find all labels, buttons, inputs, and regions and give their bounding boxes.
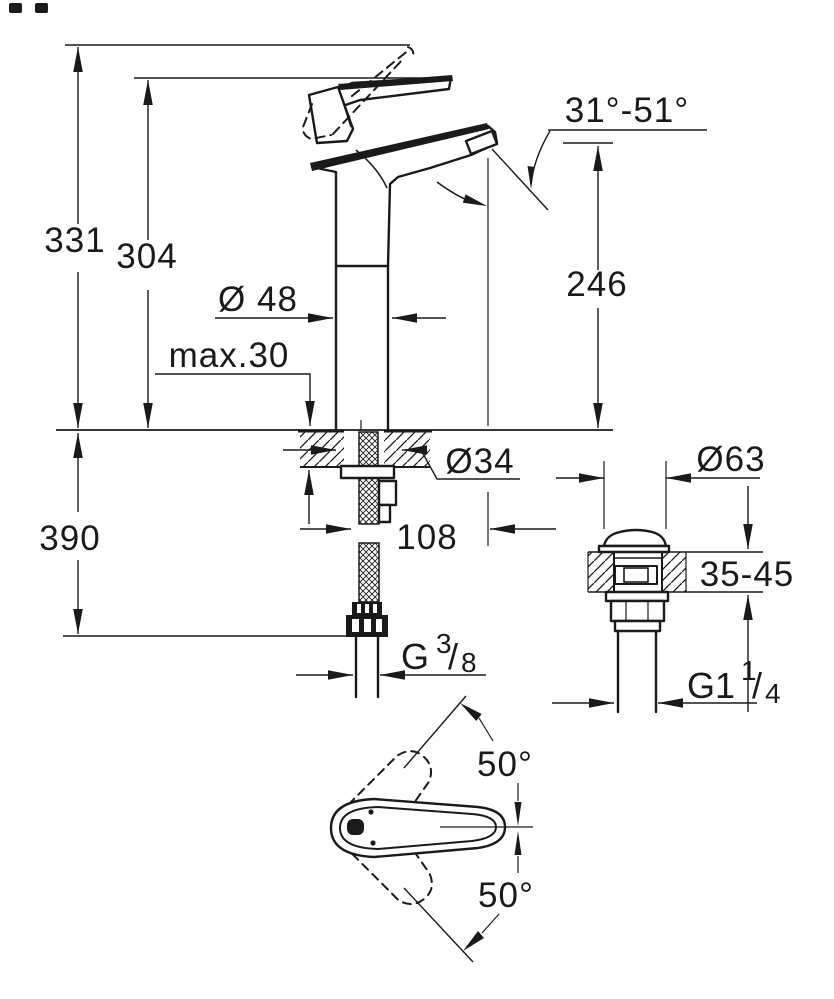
label-drain-thread: G1 1 / 4 [687,655,781,709]
mounting-stud [377,479,398,507]
angle-arc-arrowhead [527,166,535,189]
drain-cap-dome [602,528,668,548]
swing-upper-arrowhead-ray [460,703,482,721]
label-total-height: 331 [44,221,105,260]
label-max-deck-thickness: max.30 [169,336,290,375]
drain-cap-rim [597,544,671,554]
ext-lines-d63 [603,461,667,529]
drain-thread-slash: / [752,665,762,706]
angle-leader-line [491,148,549,211]
label-handle-swing-upper: 50° [477,745,533,784]
swing-upper-arc-stub1 [478,717,494,742]
aerator [464,129,499,156]
drain-tailpiece [616,629,658,714]
label-height-to-lever: 304 [116,237,177,276]
label-spout-reach: 108 [396,518,457,557]
hose-end-fitting [346,602,388,637]
connection-tube [354,635,380,699]
deck-hatch-left [300,432,344,467]
drain-body-inner-box [623,567,649,583]
label-body-diameter: Ø 48 [218,280,298,319]
basin-section-edges [587,552,687,592]
lever-base-inner-line [338,88,352,128]
lever-blade-top-edge [338,75,453,90]
locknut-facets [625,601,649,621]
label-shank-diameter: Ø34 [445,442,514,481]
label-spout-angle-range: 31°-51° [565,91,690,130]
label-handle-swing-lower: 50° [478,876,534,915]
deck-hatch-right [384,432,430,467]
basin-hatch-left [588,552,614,592]
swing-upper-arrowhead-center [514,802,522,826]
mounting-flange [339,464,396,480]
drain-detail-view [552,461,763,714]
supply-thread-denominator: 8 [461,647,477,678]
handle-slot [347,819,364,835]
scan-artifact-marks [9,3,48,13]
label-supply-thread: G 3 / 8 [401,628,477,678]
handle-top-view [329,695,533,963]
swing-lower-arrowhead-center [514,831,522,855]
supply-hose-upper [358,477,380,525]
swing-ray-upper [403,695,467,769]
main-view-dimensions [63,44,613,680]
supply-thread-base: G [401,636,429,677]
label-drain-flange-diameter: Ø63 [696,440,765,479]
drain-thread-denominator: 4 [765,678,781,709]
faucet-body [301,46,499,431]
dim-max30-leader [155,373,315,426]
swing-lower-arrowhead-ray [463,931,484,951]
spout-shoulder-curve [355,149,388,189]
swivel-arrowhead [462,194,487,206]
angle-arc [530,130,551,185]
supply-hose-lower [358,542,380,603]
drain-thread-numerator: 1 [741,655,757,686]
handle-dot-lower [370,840,376,846]
drain-thread-base: G1 [687,665,735,706]
drain-locknut [609,599,666,623]
threaded-shank [358,431,379,467]
drain-locknut-step [613,619,662,633]
spout-outline [310,124,499,268]
deck-and-mounting [56,429,613,699]
supply-thread-numerator: 3 [436,628,452,659]
label-spout-height: 246 [566,265,627,304]
lever-raised-dashed [301,46,415,141]
swing-ray-lower [403,887,474,963]
handle-dot-upper [368,809,374,815]
drain-locknut-flange [604,590,670,603]
basin-hatch-right [662,552,686,592]
handle-inner-contour [339,806,497,850]
swing-lower-arc-stub2 [481,913,500,934]
supply-thread-slash: / [448,636,458,677]
label-drain-deck-range: 35-45 [700,555,795,594]
label-hose-length-below: 390 [39,519,100,558]
drain-body-box [614,565,658,585]
mounting-nut-step [377,503,392,524]
dimension-labels: 331 304 Ø 48 max.30 31°-51° 246 390 Ø34 … [39,91,795,915]
spout-top-edge [310,123,489,171]
spout-angle-callout [436,129,707,211]
